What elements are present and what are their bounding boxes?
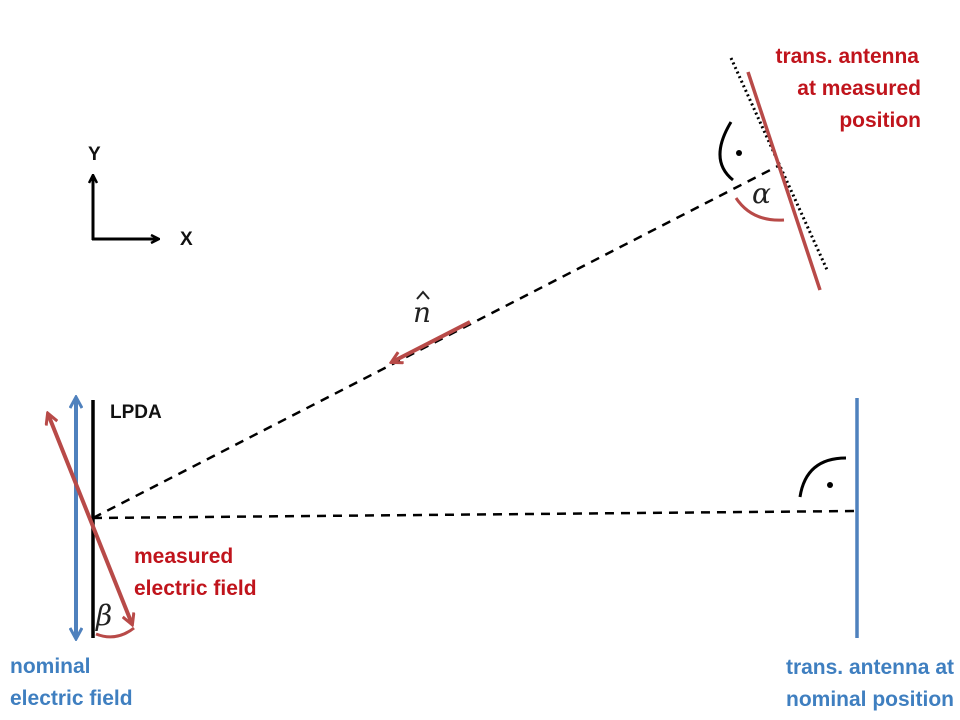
measured-electric-field-arrow — [48, 414, 132, 624]
measured-field-label-line-1: measured — [134, 545, 233, 568]
beta-angle-arc — [95, 626, 135, 639]
trans-antenna-measured-label: trans. antenna at measured position — [775, 45, 921, 132]
alpha-angle-arc — [734, 197, 785, 222]
right-angle-arc-measured — [718, 121, 734, 182]
nominal-field-label-line-2: electric field — [10, 687, 133, 710]
measured-field-label: measured electric field — [134, 545, 257, 600]
trans-antenna-nominal-label: trans. antenna at nominal position — [786, 656, 954, 711]
trans-measured-label-line-3: position — [839, 109, 921, 132]
lpda-label: LPDA — [110, 402, 162, 423]
right-angle-arc-nominal — [798, 456, 847, 498]
trans-nominal-label-line-1: trans. antenna at — [786, 656, 954, 679]
trans-measured-label-line-2: at measured — [797, 77, 921, 100]
x-axis-label: X — [180, 229, 193, 250]
trans-measured-label-line-1: trans. antenna — [775, 45, 919, 68]
alpha-symbol: α — [752, 177, 771, 210]
n-hat-symbol: n — [413, 296, 431, 329]
trans-nominal-label-line-2: nominal position — [786, 688, 954, 711]
n-hat-label: n — [413, 290, 431, 329]
coordinate-axes: Y X — [88, 144, 193, 250]
measured-position-reference-line — [729, 57, 830, 273]
nominal-field-label-line-1: nominal — [10, 655, 91, 678]
measured-field-label-line-2: electric field — [134, 577, 257, 600]
beta-symbol: β — [95, 599, 112, 632]
y-axis-label: Y — [88, 144, 101, 165]
trans-antenna-measured — [746, 71, 822, 291]
line-of-sight-measured — [92, 164, 779, 520]
right-angle-dot-measured — [736, 150, 742, 156]
nominal-field-label: nominal electric field — [10, 655, 133, 710]
right-angle-dot-nominal — [827, 482, 833, 488]
line-of-sight-nominal — [92, 509, 858, 520]
n-hat-vector — [392, 320, 471, 362]
hat-mark — [416, 290, 430, 300]
